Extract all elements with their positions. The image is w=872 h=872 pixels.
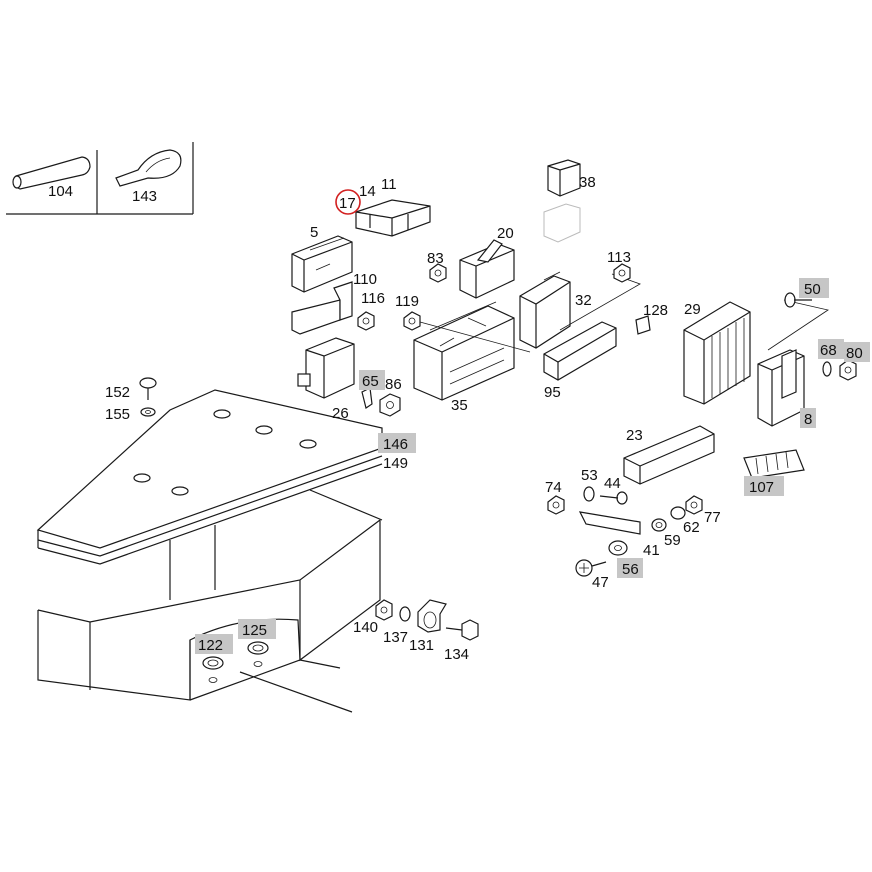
clip-65 xyxy=(361,387,373,409)
label-part-38[interactable]: 38 xyxy=(579,174,596,191)
washer-137 xyxy=(399,606,411,622)
washer-155 xyxy=(140,407,156,417)
screw-152 xyxy=(139,377,157,400)
nut-140 xyxy=(375,599,393,621)
label-part-44[interactable]: 44 xyxy=(604,475,621,492)
label-part-125[interactable]: 125 xyxy=(242,622,267,639)
nut-116 xyxy=(357,311,375,331)
label-part-59[interactable]: 59 xyxy=(664,532,681,549)
label-part-5[interactable]: 5 xyxy=(310,224,318,241)
bracket-95 xyxy=(543,321,617,381)
label-part-32[interactable]: 32 xyxy=(575,292,592,309)
control-unit-29 xyxy=(683,301,751,405)
label-part-41[interactable]: 41 xyxy=(643,542,660,559)
part-labels: 104 143 5 8 11 14 17 20 23 26 29 32 35 3… xyxy=(48,174,863,663)
label-part-107[interactable]: 107 xyxy=(749,479,774,496)
label-part-86[interactable]: 86 xyxy=(385,376,402,393)
highlight-backgrounds xyxy=(195,278,870,654)
label-part-152[interactable]: 152 xyxy=(105,384,130,401)
label-part-53[interactable]: 53 xyxy=(581,467,598,484)
washer-56 xyxy=(608,540,628,556)
nut-77 xyxy=(685,495,703,515)
relay-block-11-14-17 xyxy=(355,199,431,237)
label-part-80[interactable]: 80 xyxy=(846,345,863,362)
label-part-56[interactable]: 56 xyxy=(622,561,639,578)
nut-86 xyxy=(379,393,401,417)
label-part-149[interactable]: 149 xyxy=(383,455,408,472)
label-part-11[interactable]: 11 xyxy=(381,176,397,193)
label-part-65[interactable]: 65 xyxy=(362,373,379,390)
nut-113 xyxy=(613,263,631,283)
connector-107 xyxy=(743,449,805,479)
label-part-116[interactable]: 116 xyxy=(361,290,385,307)
bracket-131 xyxy=(417,599,447,633)
label-part-155[interactable]: 155 xyxy=(105,406,130,423)
bolt-134 xyxy=(445,619,479,641)
washer-53 xyxy=(583,486,595,502)
cable-tie-icon xyxy=(115,149,182,187)
fuse-relay-box-35 xyxy=(413,301,515,401)
label-part-29[interactable]: 29 xyxy=(684,301,701,318)
spacer-128 xyxy=(635,315,651,335)
label-part-95[interactable]: 95 xyxy=(544,384,561,401)
relay-module-26 xyxy=(297,337,355,399)
fuse-box-5 xyxy=(291,235,353,293)
nut-80 xyxy=(839,359,857,381)
nut-74 xyxy=(547,495,565,515)
inset-label-143: 143 xyxy=(132,188,157,205)
label-part-35[interactable]: 35 xyxy=(451,397,468,414)
label-part-137[interactable]: 137 xyxy=(383,629,408,646)
label-part-26[interactable]: 26 xyxy=(332,405,349,422)
label-part-122[interactable]: 122 xyxy=(198,637,223,654)
selected-part-circle xyxy=(335,189,361,215)
label-part-119[interactable]: 119 xyxy=(395,293,419,310)
washer-62 xyxy=(670,506,686,520)
module-8 xyxy=(757,349,805,427)
label-part-110[interactable]: 110 xyxy=(353,271,377,288)
inset-label-104: 104 xyxy=(48,183,73,200)
label-part-74[interactable]: 74 xyxy=(545,479,562,496)
inset-box xyxy=(6,142,194,215)
grommet-125 xyxy=(247,641,269,667)
nut-119 xyxy=(403,311,421,331)
label-part-47[interactable]: 47 xyxy=(592,574,609,591)
screw-44 xyxy=(599,491,628,505)
label-part-68[interactable]: 68 xyxy=(820,342,837,359)
module-23 xyxy=(623,425,715,485)
bracket-110 xyxy=(291,281,353,335)
label-part-50[interactable]: 50 xyxy=(804,281,821,298)
label-part-83[interactable]: 83 xyxy=(427,250,444,267)
label-part-62[interactable]: 62 xyxy=(683,519,700,536)
label-part-131[interactable]: 131 xyxy=(409,637,434,654)
washer-68 xyxy=(822,361,832,377)
label-part-20[interactable]: 20 xyxy=(497,225,514,242)
nut-83 xyxy=(429,263,447,283)
hose-sleeve-icon xyxy=(12,156,91,190)
relay-20 xyxy=(459,239,515,299)
label-part-140[interactable]: 140 xyxy=(353,619,378,636)
bracket-41 xyxy=(578,511,641,535)
screw-50 xyxy=(784,292,812,308)
grommet-122 xyxy=(202,656,224,683)
screw-47 xyxy=(575,559,607,577)
label-part-134[interactable]: 134 xyxy=(444,646,469,663)
label-part-146[interactable]: 146 xyxy=(383,436,408,453)
label-part-17[interactable]: 17 xyxy=(339,195,356,212)
relay-38 xyxy=(543,159,581,243)
washer-59 xyxy=(651,518,667,532)
label-part-77[interactable]: 77 xyxy=(704,509,721,526)
label-part-23[interactable]: 23 xyxy=(626,427,643,444)
label-part-14[interactable]: 14 xyxy=(359,183,376,200)
floor-plate-assembly xyxy=(36,389,383,565)
label-part-128[interactable]: 128 xyxy=(643,302,668,319)
label-part-113[interactable]: 113 xyxy=(607,249,631,266)
label-part-8[interactable]: 8 xyxy=(804,411,812,428)
control-module-32 xyxy=(519,271,571,349)
